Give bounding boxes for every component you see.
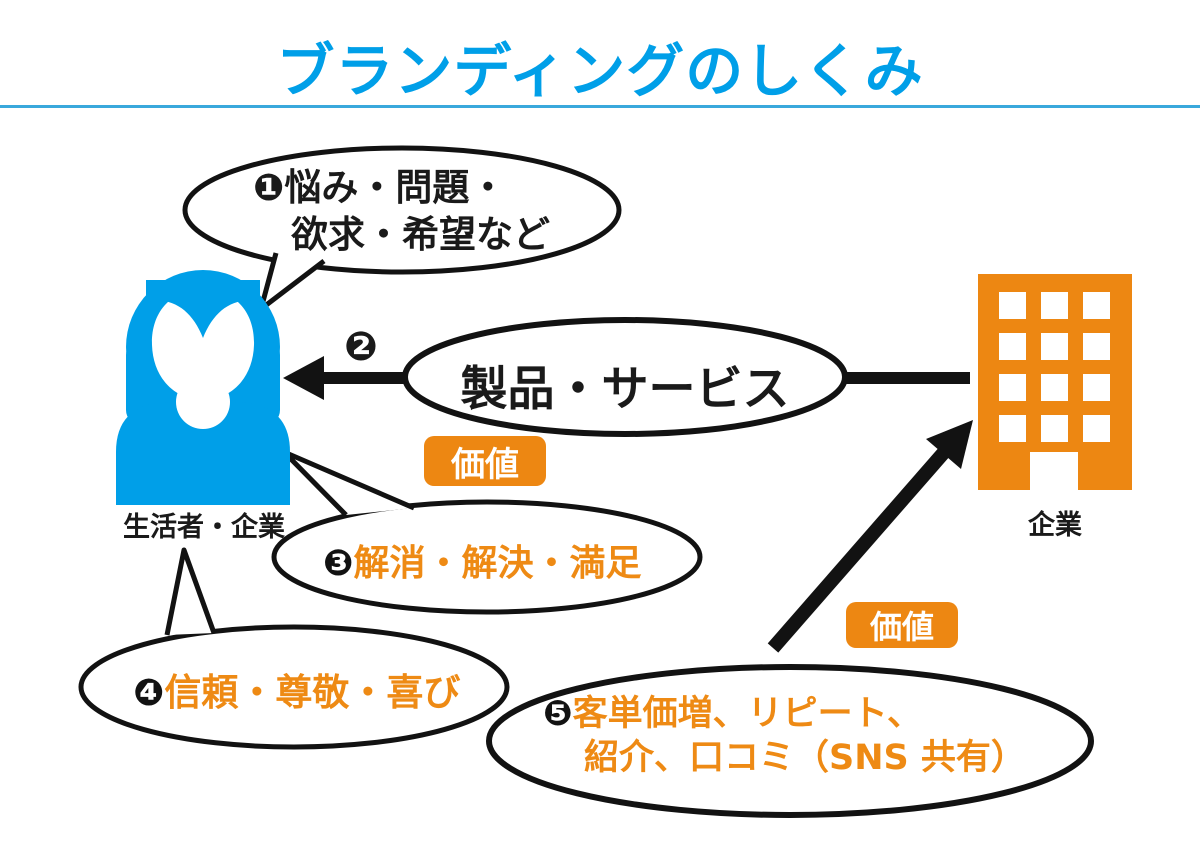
step-3-number: ❸	[323, 543, 354, 584]
bubble-4-text: ❹信頼・尊敬・喜び	[133, 662, 460, 716]
building-icon	[978, 274, 1132, 490]
step-1-number: ❶	[253, 166, 285, 209]
repeat-business-ellipse	[486, 664, 1094, 818]
product-service-label: 製品・サービス	[460, 362, 790, 417]
bubble-5-text: ❺客単価増、リピート、 紹介、口コミ（SNS 共有）	[543, 692, 1026, 780]
speech-bubble-4-shape	[78, 547, 510, 750]
step-5-line2: 紹介、口コミ（SNS 共有）	[584, 738, 1026, 778]
speech-bubble-3-shape	[271, 449, 703, 615]
step-4-label: 信頼・尊敬・喜び	[164, 671, 461, 714]
step-5-line1: 客単価増、リピート、	[572, 694, 922, 734]
consumer-label: 生活者・企業	[123, 512, 285, 543]
step-1-line1: 悩み・問題・	[284, 166, 507, 209]
arrow-value-to-company	[767, 420, 973, 653]
value-badge-left: 価値	[424, 436, 546, 486]
company-label: 企業	[1028, 510, 1082, 541]
page-title: ブランディングのしくみ	[276, 37, 924, 105]
step-2-number: ❷	[344, 324, 378, 370]
bubble-3-text: ❸解消・解決・満足	[323, 534, 642, 586]
step-5-number: ❺	[543, 694, 573, 734]
arrow-step2-right-segment	[843, 372, 970, 384]
speech-bubble-1-shape	[182, 145, 622, 312]
step-1-line2: 欲求・希望など	[291, 213, 550, 256]
bubble-1-text: ❶悩み・問題・ 欲求・希望など	[253, 164, 550, 258]
title-underline	[0, 105, 1200, 108]
step-4-number: ❹	[133, 671, 165, 714]
step-3-label: 解消・解決・満足	[353, 543, 642, 584]
person-icon	[116, 270, 290, 505]
value-badge-right: 価値	[846, 602, 958, 648]
arrow-step2-left	[283, 356, 408, 400]
